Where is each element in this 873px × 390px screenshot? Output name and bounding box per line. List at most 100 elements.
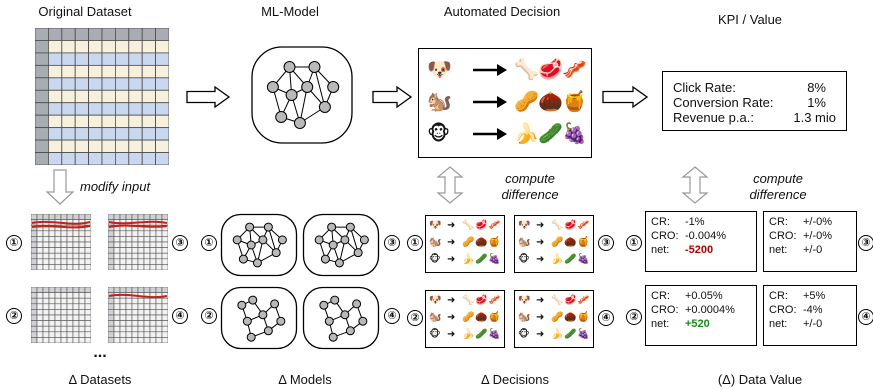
small-grid-cell [113,309,121,316]
model-outline [220,286,298,350]
small-grid-cell [66,325,74,333]
decision-user-icon: 🐶 [429,220,442,231]
small-grid-cell [31,314,38,321]
small-grid-cell [161,297,168,305]
small-grid-cell [66,230,74,237]
small-grid-cell [42,258,50,265]
decision-arrow-icon: ➜ [536,295,545,306]
small-grid-cell [31,303,38,310]
small-grid-cell [125,252,133,260]
small-grid-cell [143,325,151,333]
small-grid-cell [48,258,56,265]
variant-number-2: ② [201,308,217,324]
small-grid-cell [42,241,50,248]
small-grid-cell [72,303,80,310]
automated-decision-box: 🐶 🐿️ 🐵 🦴 🥩 🥓 🥜 🌰 🍯 🍌 🥒 🍇 [418,48,592,158]
network-node [263,326,273,336]
arrow-decision-to-kpi [602,85,649,109]
small-grid-cell [125,247,133,254]
small-grid-cell [31,258,38,265]
small-grid-cell [84,287,91,293]
small-grid-cell [143,314,151,321]
small-grid-cell [155,320,163,327]
network-node [327,81,340,93]
model-variant-1 [220,213,298,277]
model-variant-4 [302,286,380,350]
cr-value: +5% [803,290,826,302]
network-node [271,248,281,258]
small-grid-cell [48,297,56,305]
small-grid-cell [31,241,38,248]
network-node [277,235,287,245]
small-grid-cell [143,241,151,248]
small-grid-cell [131,325,139,333]
small-grid-cell [113,264,121,270]
decision-user-icon: 🐿️ [429,312,442,323]
small-grid-cell [125,287,133,293]
small-grid-cell [78,258,86,265]
small-grid-cell [161,241,168,248]
small-grid-cell [84,297,91,305]
small-grid-cell [42,214,50,220]
small-grid-cell [72,241,80,248]
user-squirrel-icon: 🐿️ [427,91,452,113]
small-grid-cell [42,325,50,333]
network-node [328,240,338,250]
small-grid-cell [48,264,56,270]
small-grid-cell [113,297,121,305]
small-grid-cell [113,214,121,220]
small-grid-cell [108,309,115,316]
network-node [242,316,252,326]
small-grid-cell [48,320,56,327]
small-grid-cell [78,297,86,305]
small-grid-cell [84,214,91,220]
network-node [308,61,321,73]
small-grid-cell [54,230,62,237]
small-grid-cell [131,287,139,293]
small-grid-cell [66,309,74,316]
decision-food-icon: 🥒 [564,254,577,265]
small-grid-cell [143,247,151,254]
cr-value: +/-0% [803,216,833,228]
small-grid-cell [131,331,139,338]
small-grid-cell [131,258,139,265]
small-grid-cell [161,230,168,237]
small-grid-cell [155,264,163,270]
network-node [285,89,298,101]
footer-data-value: (Δ) Data Value [717,372,803,387]
decision-food-icon: 🦴 [551,295,564,306]
small-grid-cell [42,331,50,338]
small-grid-cell [161,309,168,316]
small-grid-cell [149,247,157,254]
network-node [258,235,268,245]
small-grid-cell [72,297,80,305]
small-grid-cell [60,241,68,248]
modify-input-arrow [45,169,75,205]
small-grid-cell [149,303,157,310]
small-grid-cell [113,236,121,243]
cro-value: -0.004% [685,230,726,242]
small-grid-cell [131,252,139,260]
decision-food-icon: 🍌 [551,329,564,340]
cr-label: CR: [651,290,670,302]
small-grid-cell [31,297,38,305]
small-grid-cell [155,241,163,248]
small-grid-cell [31,292,38,299]
arrow-model-to-decision [372,85,413,109]
steak-icon: 🥩 [538,59,563,81]
small-grid-cell [137,264,145,270]
small-grid-cell [78,236,86,243]
dataset-variant-2-grid [31,287,91,343]
small-grid-cell [161,320,168,327]
decision-food-icon: 🦴 [462,295,475,306]
small-grid-cell [84,309,91,316]
small-grid-cell [119,325,127,333]
small-grid-cell [36,264,44,270]
small-grid-cell [131,214,139,220]
small-grid-cell [48,236,56,243]
small-grid-cell [143,320,151,327]
footer-delta-models: Δ Models [278,372,332,387]
small-grid-cell [149,252,157,260]
small-grid-cell [54,331,62,338]
decision-food-icon: 🌰 [564,237,577,248]
